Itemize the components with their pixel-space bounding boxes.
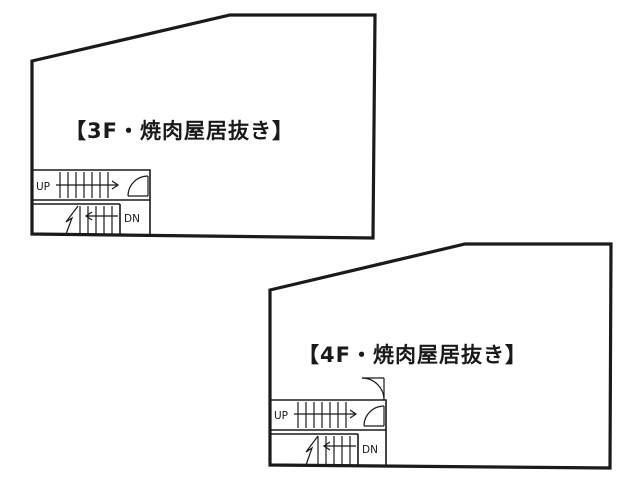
floor-3f-down-label: DN bbox=[124, 213, 140, 225]
floor-4f-break-line bbox=[305, 435, 319, 466]
floor-4f: 【4F・焼肉屋居抜き】 bbox=[268, 242, 613, 470]
floor-3f-outline bbox=[30, 13, 377, 240]
floor-4f-door-lower-icon bbox=[363, 405, 385, 427]
floor-4f-stair-down-treads bbox=[317, 436, 351, 465]
floor-4f-stair-up-treads bbox=[297, 402, 347, 428]
floor-3f-label: 【3F・焼肉屋居抜き】 bbox=[65, 119, 294, 143]
floor-3f-up-label: UP bbox=[36, 181, 50, 193]
floor-4f-down-arrow-icon bbox=[322, 441, 356, 451]
floor-4f-stair-core: UP DN bbox=[270, 377, 387, 466]
floor-4f-up-label: UP bbox=[274, 410, 288, 422]
floor-3f-break-line bbox=[65, 205, 79, 235]
floor-3f-up-arrow-icon bbox=[56, 180, 120, 190]
floor-3f: 【3F・焼肉屋居抜き】 UP bbox=[30, 13, 377, 240]
floor-4f-label: 【4F・焼肉屋居抜き】 bbox=[298, 343, 527, 367]
floor-3f-stair-down-treads bbox=[79, 206, 113, 234]
floor-3f-stair-core: UP DN bbox=[32, 169, 151, 235]
floor-4f-door-upper-icon bbox=[361, 377, 385, 401]
floor-3f-door-icon bbox=[127, 175, 149, 197]
floor-3f-down-arrow-icon bbox=[84, 211, 118, 221]
floor-4f-outline bbox=[268, 242, 613, 470]
floor-4f-up-arrow-icon bbox=[294, 409, 358, 419]
floor-4f-down-label: DN bbox=[362, 444, 378, 456]
